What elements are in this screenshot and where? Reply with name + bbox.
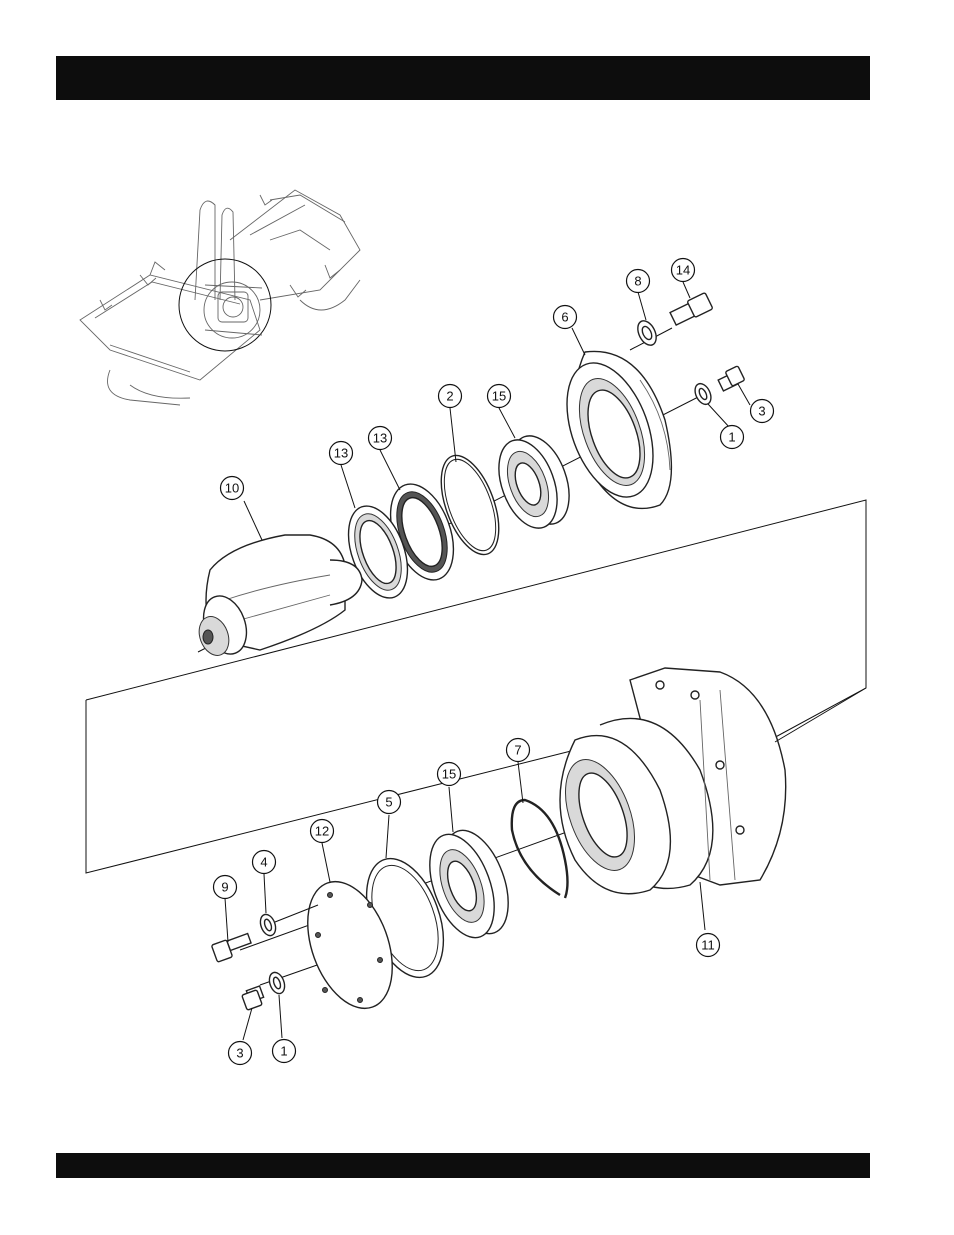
callout-1-lower-label: 1	[280, 1044, 287, 1059]
callout-11-label: 11	[701, 938, 715, 953]
callout-12: 12	[311, 820, 334, 843]
callout-15-lower: 15	[438, 763, 461, 786]
callout-7-label: 7	[514, 743, 521, 758]
part-11-gear-housing	[552, 668, 866, 894]
callout-14: 14	[672, 259, 695, 282]
callout-13-a-label: 13	[334, 446, 348, 461]
callout-1-upper-label: 1	[728, 430, 735, 445]
callout-6-label: 6	[561, 310, 568, 325]
callout-13-a: 13	[330, 442, 353, 465]
callout-15-upper-label: 15	[492, 389, 506, 404]
callout-4-label: 4	[260, 855, 267, 870]
part-1-washer-upper	[692, 381, 714, 407]
callout-10: 10	[221, 477, 244, 500]
callout-5: 5	[378, 791, 401, 814]
callout-14-label: 14	[676, 263, 690, 278]
part-10-spindle	[194, 535, 362, 660]
callout-3-upper-label: 3	[758, 404, 765, 419]
callout-2: 2	[439, 385, 462, 408]
callout-1-upper: 1	[721, 426, 744, 449]
callout-3-lower-label: 3	[236, 1046, 243, 1061]
part-8-lock-washer	[634, 318, 660, 348]
part-3-plug-upper	[718, 366, 745, 391]
callout-8: 8	[627, 270, 650, 293]
callout-9: 9	[214, 876, 237, 899]
callout-4: 4	[253, 851, 276, 874]
part-3-plug-lower	[242, 986, 264, 1010]
callout-13-b: 13	[369, 427, 392, 450]
callout-9-label: 9	[221, 880, 228, 895]
callout-11: 11	[697, 934, 720, 957]
part-1-washer-lower	[267, 970, 288, 995]
callout-8-label: 8	[634, 274, 641, 289]
callout-3-upper: 3	[751, 400, 774, 423]
callout-13-b-label: 13	[373, 431, 387, 446]
part-15-bearing-upper	[488, 428, 580, 536]
machine-inset-illustration	[80, 190, 360, 405]
callout-15-upper: 15	[488, 385, 511, 408]
connector-line-lower	[86, 700, 575, 873]
callout-7: 7	[507, 739, 530, 762]
callout-10-label: 10	[225, 481, 239, 496]
callout-2-label: 2	[446, 389, 453, 404]
callout-1-lower: 1	[273, 1040, 296, 1063]
callout-12-label: 12	[315, 824, 329, 839]
callout-5-label: 5	[385, 795, 392, 810]
callout-3-lower: 3	[229, 1042, 252, 1065]
callout-15-lower-label: 15	[442, 767, 456, 782]
callout-6: 6	[554, 306, 577, 329]
